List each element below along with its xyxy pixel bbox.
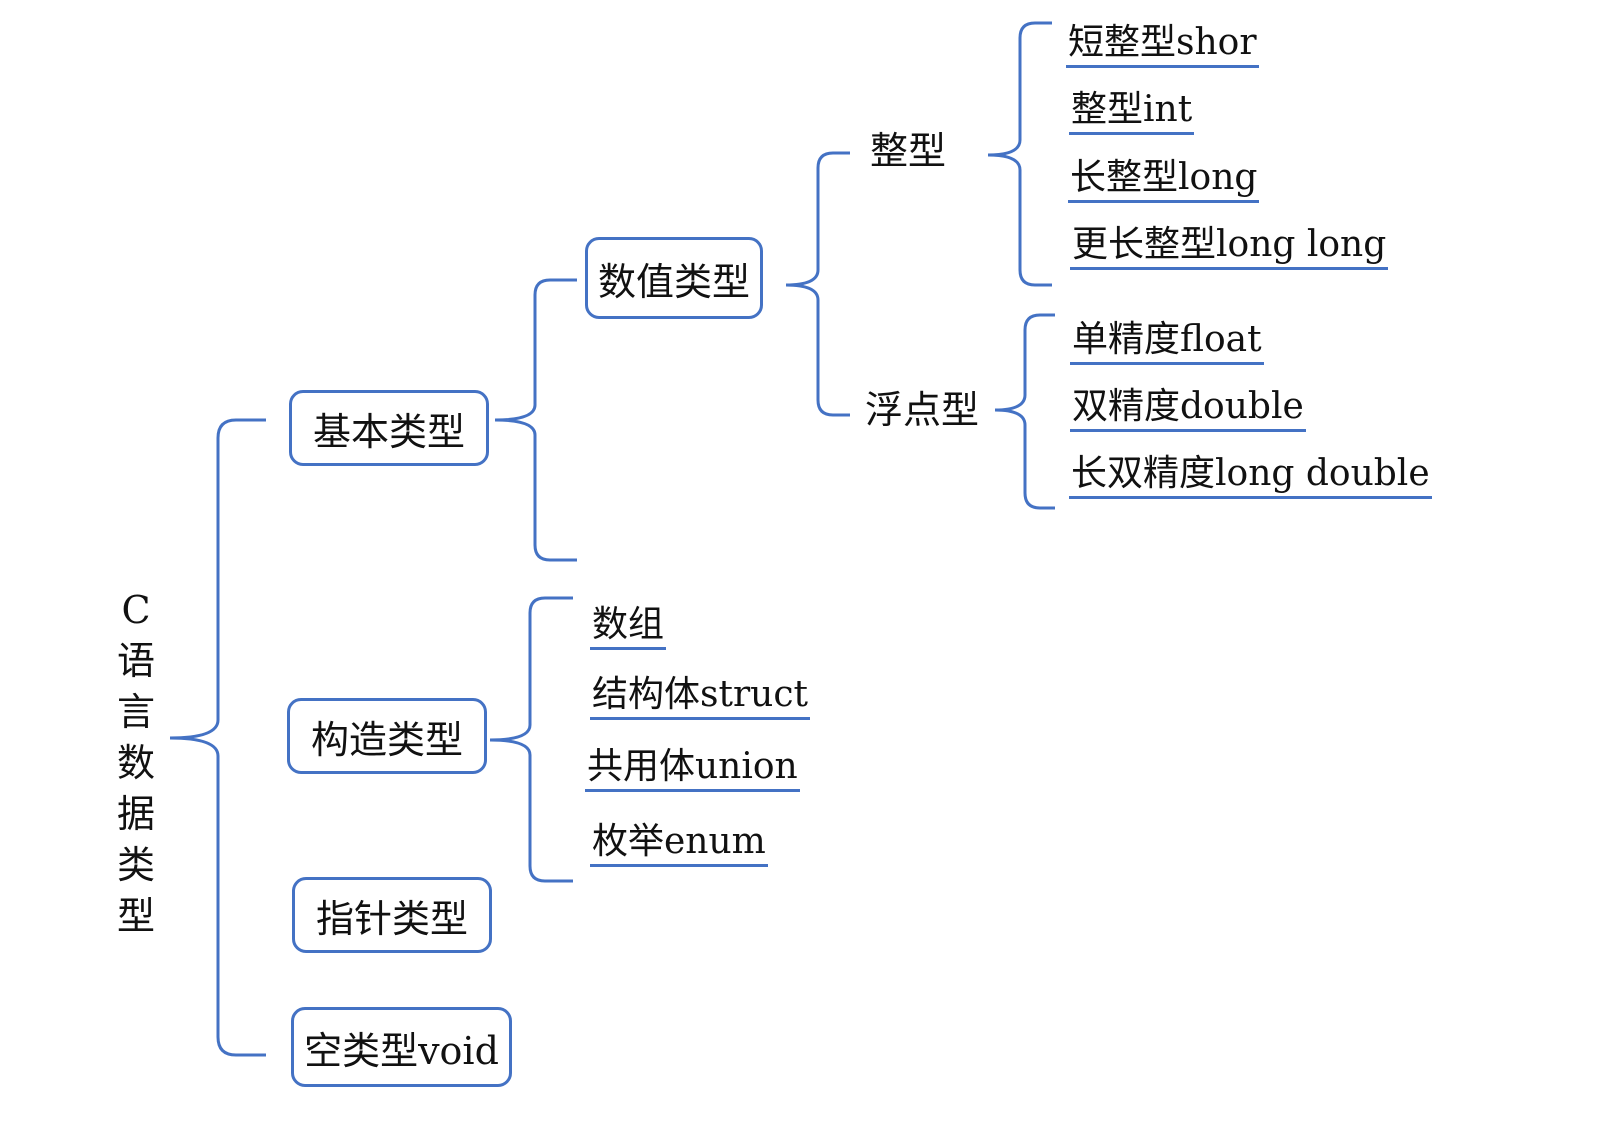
- integer-group-label: 整型: [870, 129, 947, 173]
- constructed-type-item: 共用体union: [585, 746, 800, 793]
- float-type-item: 长双精度long double: [1069, 453, 1432, 500]
- numeric-bracket: [785, 151, 850, 417]
- float-group-label: 浮点型: [865, 388, 980, 432]
- integer-type-item: 整型int: [1069, 89, 1195, 136]
- basic-type-box: 基本类型: [289, 390, 489, 466]
- constructed-type-item: 枚举enum: [590, 821, 768, 868]
- root-label: C语言数据类型: [116, 588, 155, 938]
- root-bracket: [169, 418, 266, 1057]
- void-type-box: 空类型void: [291, 1007, 512, 1087]
- integer-type-item: 更长整型long long: [1070, 224, 1389, 271]
- constructed-type-item: 数组: [590, 604, 667, 651]
- float-type-item: 单精度float: [1070, 319, 1264, 366]
- basic-bracket: [494, 278, 577, 562]
- numeric-type-box: 数值类型: [585, 237, 763, 319]
- integer-bracket: [987, 21, 1052, 287]
- constructed-type-box: 构造类型: [287, 698, 487, 774]
- integer-type-item: 长整型long: [1068, 157, 1260, 204]
- float-type-item: 双精度double: [1070, 386, 1306, 433]
- float-bracket: [994, 313, 1055, 510]
- constructed-bracket: [489, 596, 573, 883]
- constructed-type-item: 结构体struct: [590, 674, 810, 721]
- integer-type-item: 短整型shor: [1066, 22, 1259, 69]
- pointer-type-box: 指针类型: [292, 877, 492, 953]
